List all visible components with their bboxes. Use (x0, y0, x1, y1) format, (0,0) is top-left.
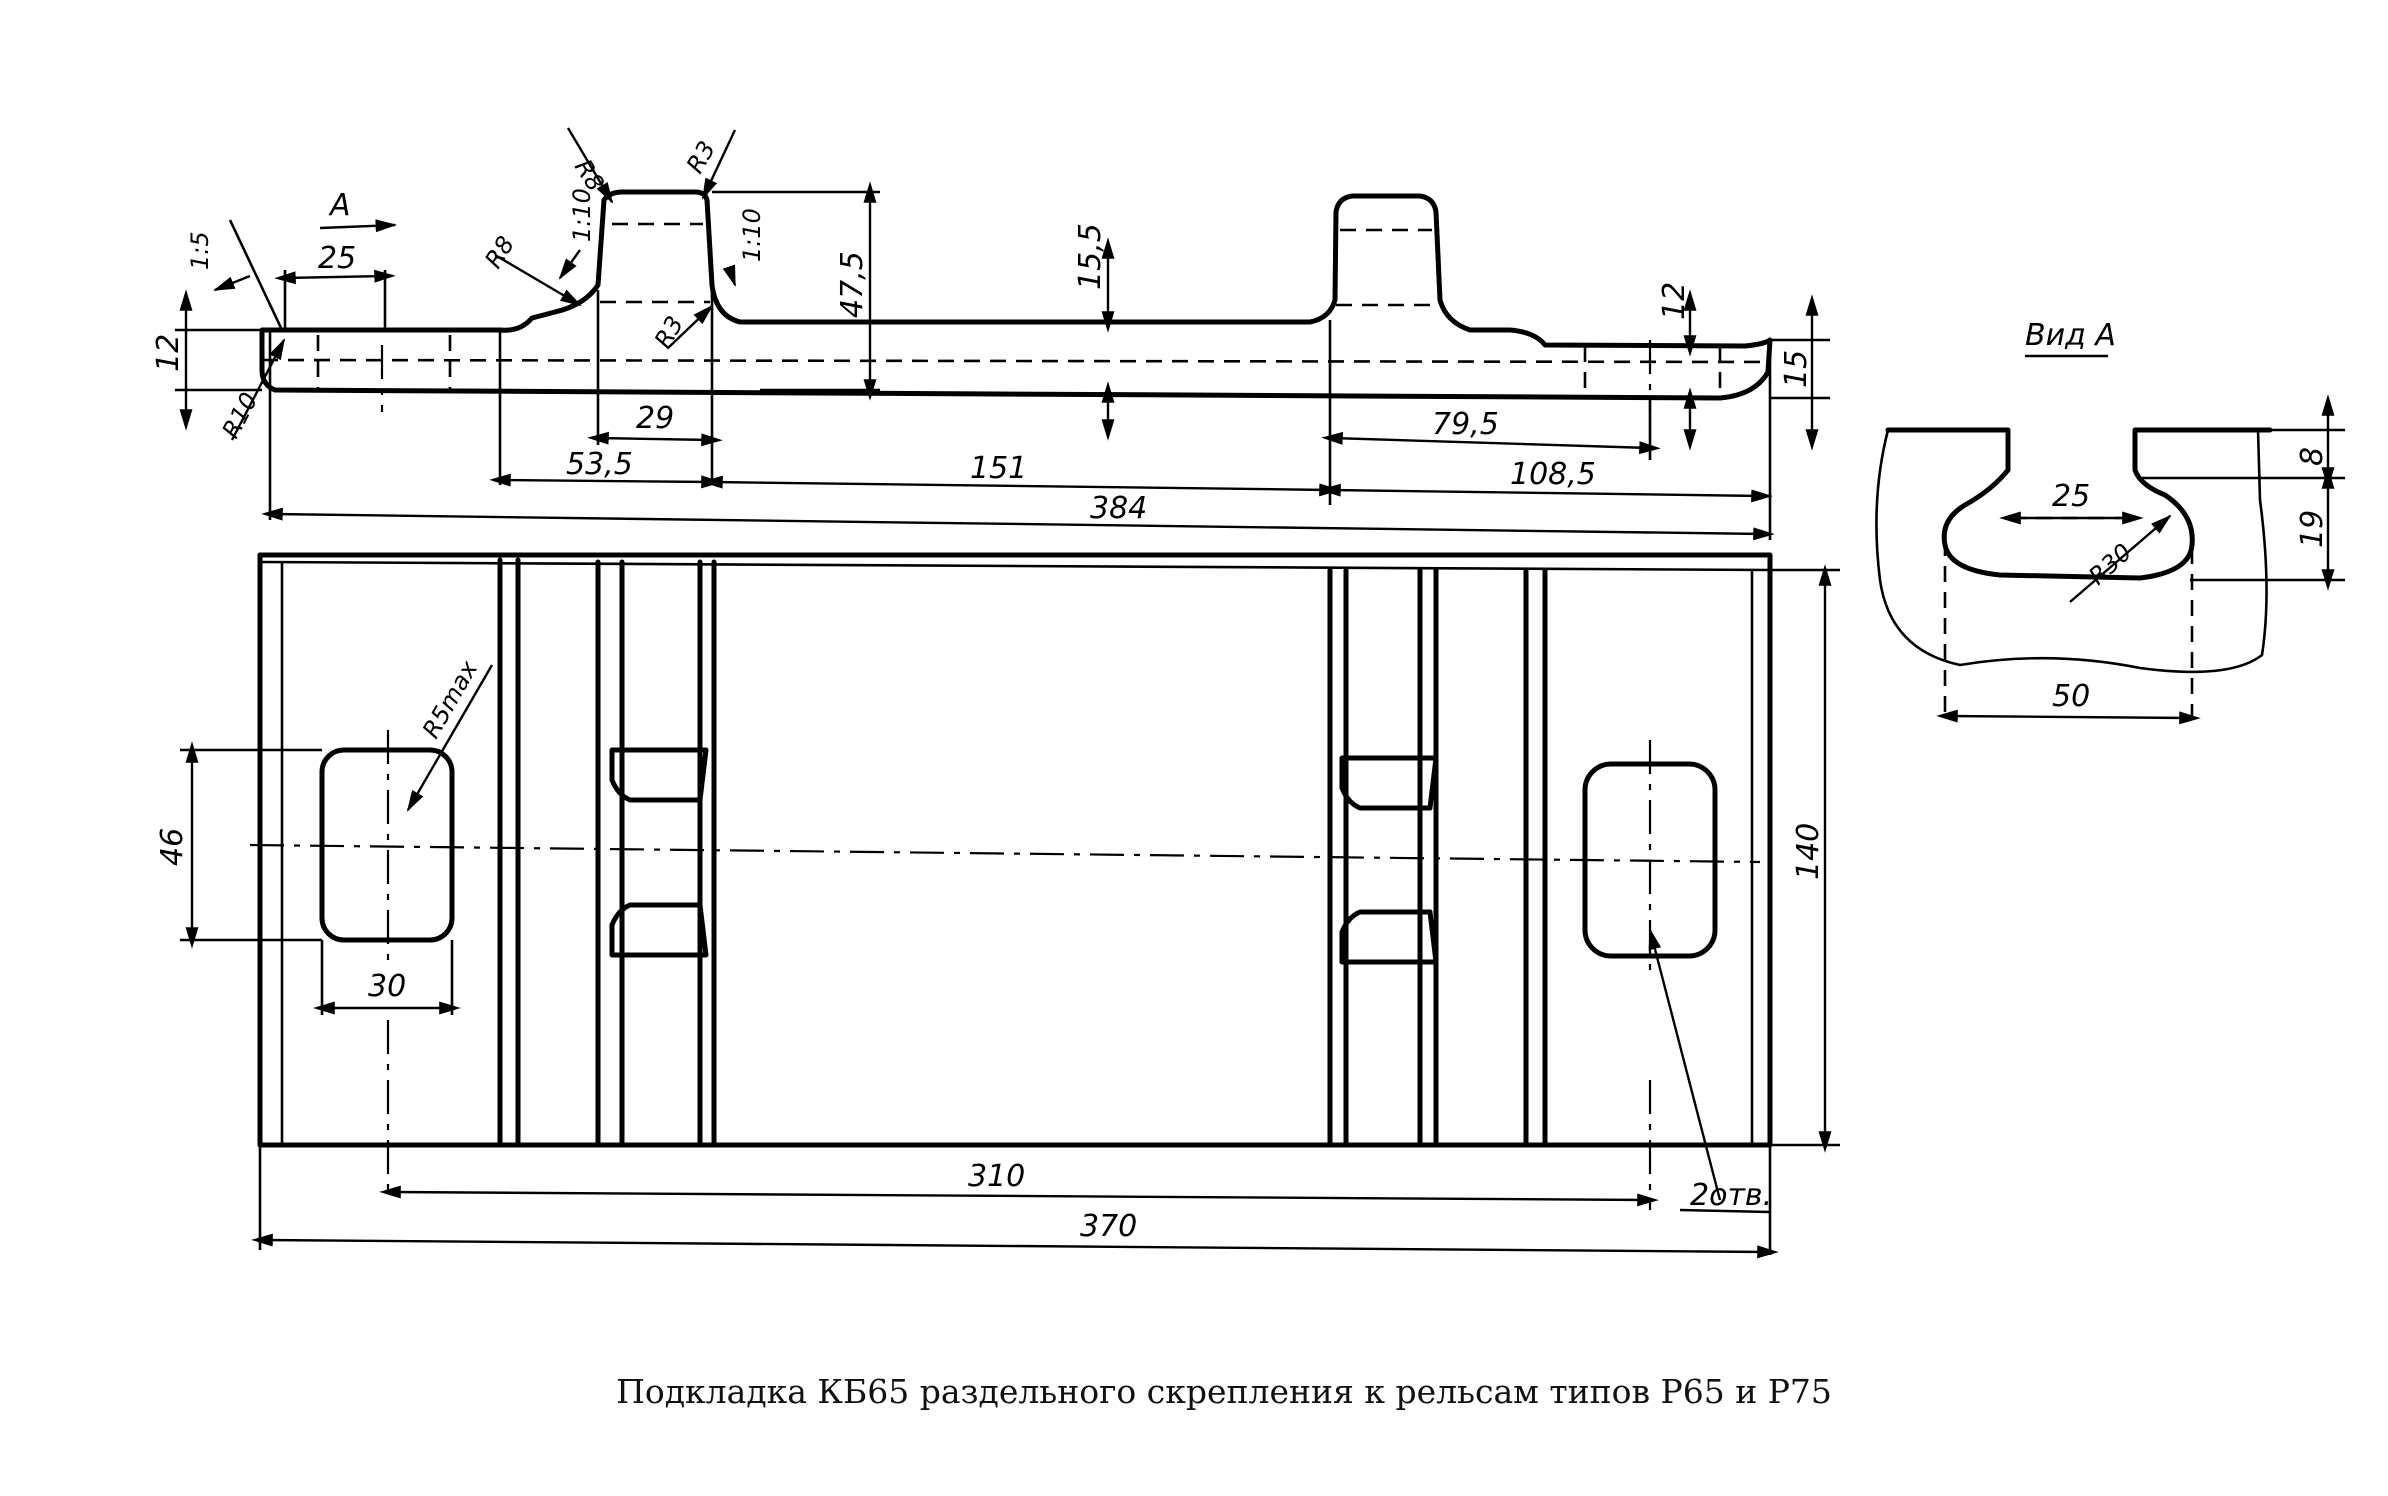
dim-right-thickness-1: 12 (1657, 282, 1692, 320)
view-dim-width: 50 (2052, 679, 2090, 714)
holes-note: 2отв. (1690, 1178, 1772, 1213)
view-a: Вид А 25 R30 50 8 19 (1875, 318, 2345, 725)
slope-1-5: 1:5 (186, 231, 214, 270)
view-dim-depth-2: 19 (2295, 510, 2330, 548)
profile-dimensions: 384 53,5 151 108,5 79,5 29 25 А 12 47,5 … (151, 127, 1830, 541)
dim-right-thickness-2: 15 (1779, 350, 1814, 388)
radius-r5max: R5max (417, 655, 484, 743)
dim-plate-width: 140 (1791, 823, 1826, 880)
plan-view (249, 552, 1773, 1210)
dim-right-part: 108,5 (1510, 457, 1596, 492)
view-a-outline (1885, 427, 2273, 581)
dim-plate-length: 370 (1080, 1209, 1137, 1244)
radius-r3-bottom: R3 (649, 311, 689, 353)
dim-middle: 151 (970, 451, 1027, 486)
section-mark-a: А (328, 188, 351, 223)
dim-hole-spacing: 310 (968, 1159, 1025, 1194)
plan-outline (257, 552, 1773, 1148)
radius-r10: R10 (217, 388, 264, 443)
dim-left-thickness: 12 (151, 334, 186, 372)
dim-hole-height: 46 (155, 828, 190, 866)
dim-right-recess: 79,5 (1432, 407, 1499, 442)
slope-1-10-right: 1:10 (738, 208, 766, 262)
slope-1-10-left: 1:10 (568, 188, 596, 242)
dim-recess-width: 25 (318, 241, 356, 276)
view-dim-recess: 25 (2052, 479, 2090, 514)
view-a-label: Вид А (2025, 318, 2116, 353)
dim-left-step: 53,5 (566, 447, 633, 482)
dim-base-height: 15,5 (1073, 223, 1108, 290)
dim-rib-width: 29 (636, 401, 674, 436)
dim-hole-width: 30 (368, 969, 406, 1004)
view-dim-depth-1: 8 (2295, 447, 2330, 466)
profile-outline (259, 189, 1773, 401)
drawing-caption: Подкладка КБ65 раздельного скрепления к … (616, 1372, 1832, 1411)
dim-rib-height: 47,5 (835, 251, 870, 318)
dim-total-length: 384 (1090, 491, 1147, 526)
